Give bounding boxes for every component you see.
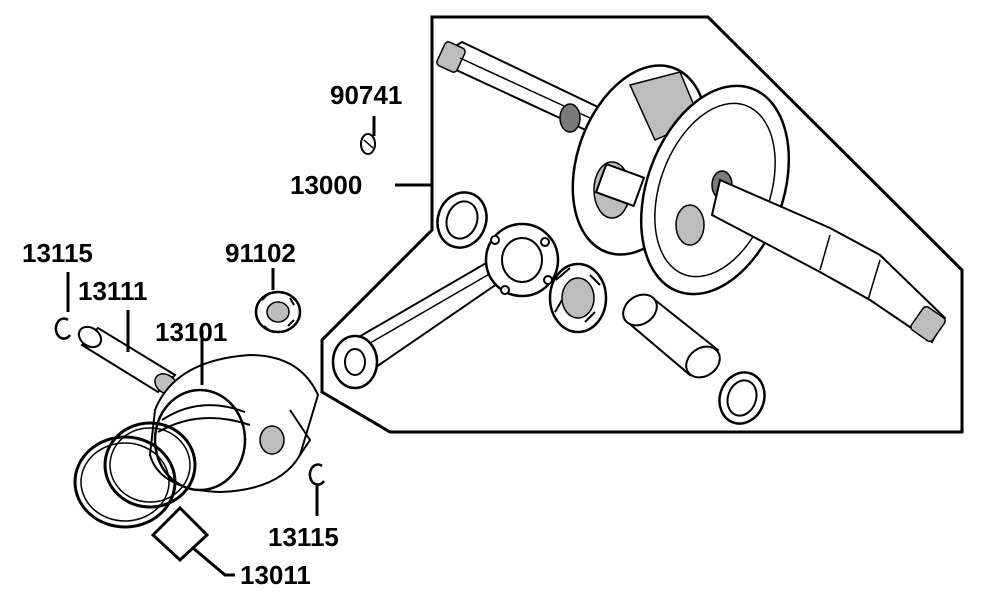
label-13000: 13000 bbox=[290, 170, 362, 200]
circlip-top bbox=[54, 317, 72, 340]
label-13101: 13101 bbox=[155, 317, 227, 347]
label-91102: 91102 bbox=[225, 238, 296, 268]
crankshaft bbox=[436, 40, 947, 344]
piston-rings bbox=[73, 421, 197, 529]
crank-pin bbox=[622, 293, 721, 379]
woodruff-key bbox=[360, 133, 376, 155]
big-end-needle-bearing bbox=[548, 262, 608, 334]
leader-13011-box bbox=[150, 505, 210, 563]
connecting-rod bbox=[331, 222, 560, 390]
label-13115-top: 13115 bbox=[22, 238, 93, 268]
label-13011: 13011 bbox=[240, 560, 311, 590]
label-13115-bottom: 13115 bbox=[268, 522, 339, 552]
leader-13011 bbox=[192, 546, 235, 577]
piston bbox=[148, 353, 320, 494]
label-13111: 13111 bbox=[78, 276, 147, 306]
label-90741: 90741 bbox=[330, 80, 402, 110]
crankshaft-assembly-outline bbox=[320, 15, 964, 434]
circlip-bottom bbox=[308, 463, 326, 486]
small-end-needle-bearing bbox=[254, 290, 302, 334]
